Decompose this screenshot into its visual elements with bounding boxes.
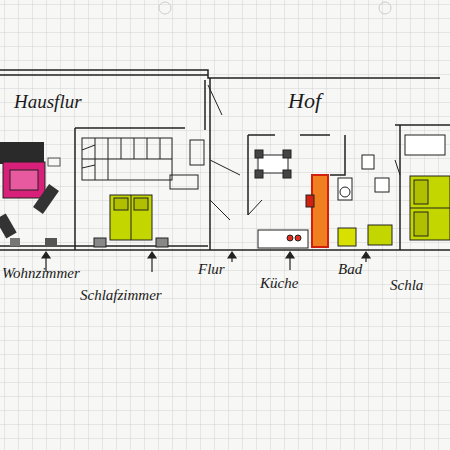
kitchen bbox=[255, 150, 328, 248]
punch-hole bbox=[159, 2, 171, 14]
bathroom bbox=[338, 155, 392, 246]
room-label: Schlafzimmer bbox=[80, 288, 162, 303]
room-label: Küche bbox=[260, 276, 298, 291]
living-room-furniture bbox=[0, 142, 60, 246]
room-label: Hausflur bbox=[14, 92, 82, 111]
bed bbox=[405, 135, 450, 240]
room-label: Flur bbox=[198, 262, 225, 277]
room-label: Hof bbox=[288, 90, 321, 112]
doors bbox=[208, 85, 400, 220]
room-label: Bad bbox=[338, 262, 362, 277]
room-label: Schla bbox=[390, 278, 423, 293]
punch-hole bbox=[379, 2, 391, 14]
walls bbox=[0, 70, 450, 250]
staircase bbox=[82, 138, 204, 189]
bed bbox=[94, 195, 168, 247]
room-label: Wohnzimmer bbox=[2, 266, 80, 281]
